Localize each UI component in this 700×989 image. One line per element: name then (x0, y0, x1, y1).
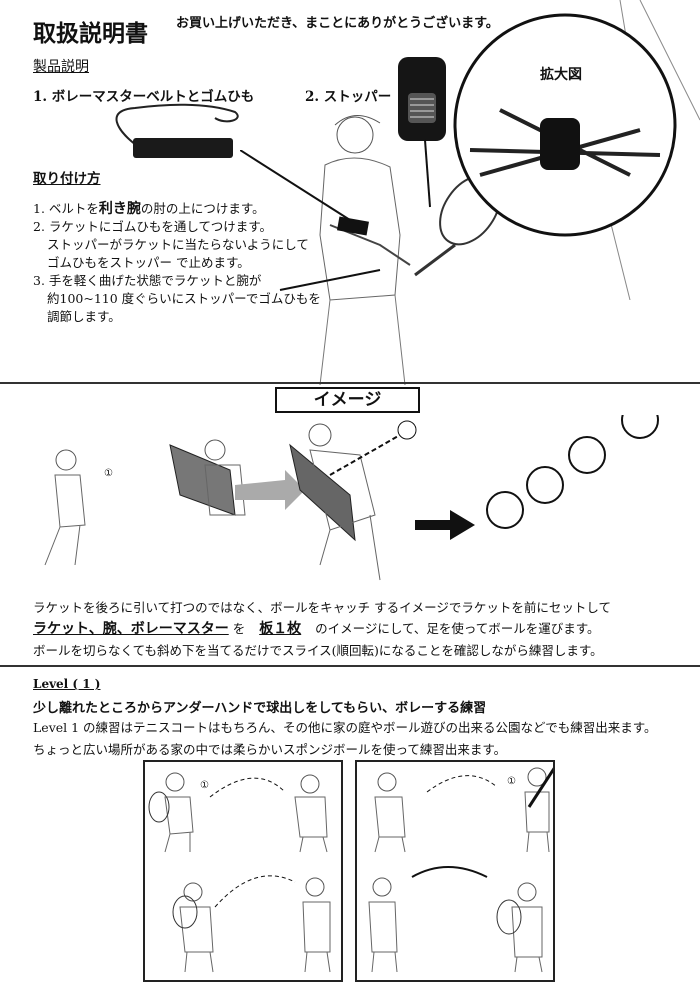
para-text: のイメージにして、足を使ってボールを運びます。 (311, 621, 600, 636)
swing-illustration (44, 415, 659, 581)
divider (0, 665, 700, 667)
belt-arrow (240, 150, 351, 221)
marker: ① (200, 780, 209, 791)
stopper-illustration (398, 57, 446, 141)
divider (0, 382, 700, 384)
step-emphasis: 利き腕 (98, 201, 141, 217)
greeting: お買い上げいただき、まことにありがとうございます。 (176, 16, 499, 31)
level-label: Level ( 1 ) (33, 677, 101, 691)
page-title: 取扱説明書 (33, 20, 148, 47)
body-line: Level 1 の練習はテニスコートはもちろん、その他に家の庭やボール遊びの出来… (33, 720, 657, 735)
step-text: ゴムひもをストッパー で止めます。 (47, 255, 250, 270)
zoom-circle (453, 0, 700, 300)
practice-drawing (368, 767, 553, 973)
step-text: ストッパーがラケットに当たらないようにして (47, 237, 309, 252)
body-line: ちょっと広い場所がある家の中では柔らかいスポンジボールを使って練習出来ます。 (33, 742, 507, 757)
step-text: 2. ラケットにゴムひもを通してつけます。 (33, 219, 273, 234)
item-belt: 1. ボレーマスターベルトとゴムひも (33, 89, 255, 105)
step-text: の肘の上につけます。 (140, 201, 265, 216)
emphasis: 板１枚 (259, 621, 302, 637)
level-body: Level 1 の練習はテニスコートはもちろん、その他に家の庭やボール遊びの出来… (33, 717, 657, 761)
item-stopper: 2. ストッパー (305, 89, 392, 105)
step-text: 約100~110 度ぐらいにストッパーでゴムひもを (47, 291, 321, 306)
practice-panel-right: ① (355, 760, 555, 982)
practice-panel-left: ① (143, 760, 343, 982)
howto-heading: 取り付け方 (33, 171, 101, 187)
section-product: 製品説明 (33, 59, 89, 75)
marker: ① (507, 776, 516, 787)
image-description: ラケットを後ろに引いて打つのではなく、ボールをキャッチ するイメージでラケットを… (33, 597, 611, 661)
belt-illustration (115, 103, 239, 158)
image-heading: イメージ (275, 387, 420, 413)
para-line: ラケットを後ろに引いて打つのではなく、ボールをキャッチ するイメージでラケットを… (33, 600, 611, 615)
para-line: ボールを切らなくても斜め下を当てるだけでスライス(順回転)になることを確認しなが… (33, 643, 603, 658)
step-text: 調節します。 (47, 309, 121, 324)
zoom-label: 拡大図 (540, 67, 582, 83)
emphasis: ラケット、腕、ボレーマスター (33, 621, 229, 637)
player-illustration (279, 115, 501, 385)
step-text: 3. 手を軽く曲げた状態でラケットと腕が (33, 273, 262, 288)
marker: ① (104, 468, 113, 479)
level-headline: 少し離れたところからアンダーハンドで球出しをしてもらい、ボレーする練習 (33, 701, 487, 716)
howto-steps: 1. ベルトを利き腕の肘の上につけます。 2. ラケットにゴムひもを通してつけま… (33, 200, 321, 326)
para-text: を (228, 621, 250, 636)
practice-drawing (148, 772, 331, 973)
step-text: 1. ベルトを (33, 201, 99, 216)
